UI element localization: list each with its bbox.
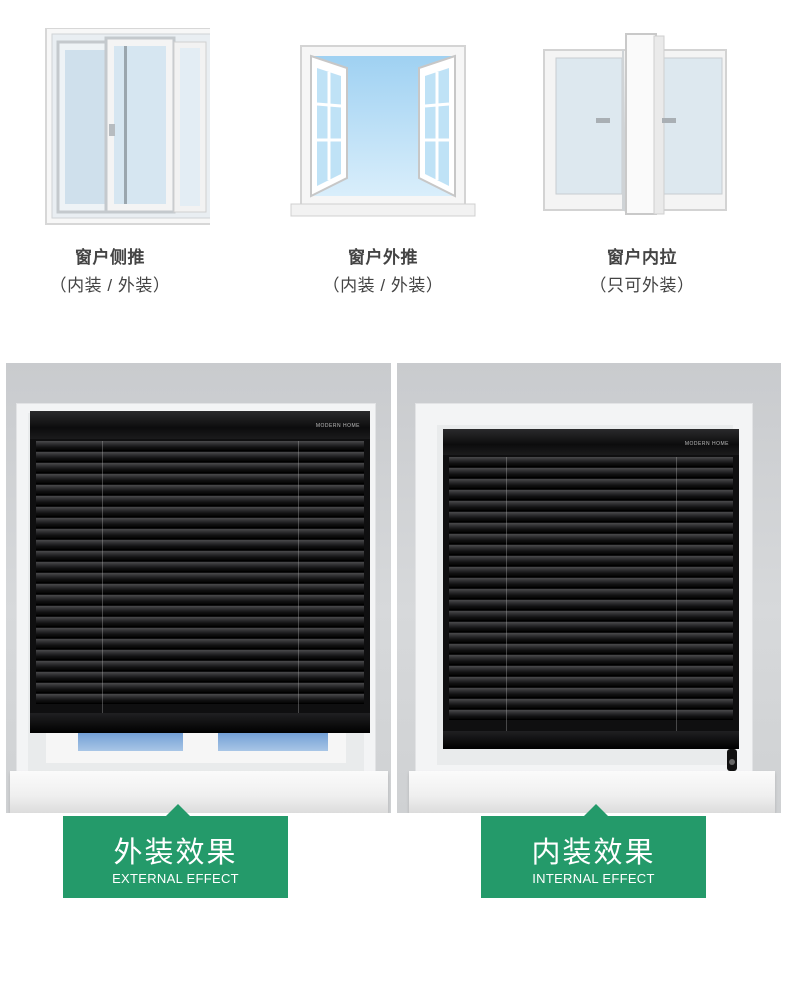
blind-slat — [36, 485, 364, 495]
window-type-subtitle: （只可外装） — [589, 276, 695, 295]
venetian-blind: MODERN HOME — [30, 411, 370, 733]
blind-slat — [449, 655, 733, 665]
blind-slat — [449, 677, 733, 687]
internal-mount-photo: MODERN HOME — [397, 363, 781, 813]
blind-slat — [36, 540, 364, 550]
blind-slats — [36, 441, 364, 713]
blind-slat — [449, 501, 733, 511]
blind-slat — [449, 479, 733, 489]
brand-label: MODERN HOME — [315, 423, 360, 429]
window-type-subtitle: （内装 / 外装） — [49, 276, 171, 295]
window-type-subtitle: （内装 / 外装） — [322, 276, 444, 295]
blind-slat — [36, 661, 364, 671]
external-mount-photo: MODERN HOME — [6, 363, 391, 813]
label-subtitle: INTERNAL EFFECT — [532, 871, 655, 886]
blind-slat — [36, 529, 364, 539]
blind-slat — [36, 595, 364, 605]
window-type-title: 窗户内拉 — [607, 248, 677, 267]
blind-slat — [449, 534, 733, 544]
blind-slat — [449, 523, 733, 533]
blind-bottom-rail — [443, 731, 739, 749]
window-glass — [78, 731, 183, 751]
window-type-outward: 窗户外推 （内装 / 外装） — [283, 0, 483, 300]
blind-slat — [36, 639, 364, 649]
internal-effect-label: 内装效果 INTERNAL EFFECT — [481, 804, 706, 898]
blind-slat — [449, 611, 733, 621]
blind-slat — [36, 507, 364, 517]
ladder-cord — [298, 441, 299, 713]
blind-slats — [449, 457, 733, 731]
blind-slat — [449, 457, 733, 467]
blind-slat — [449, 699, 733, 709]
outward-casement-window-icon — [290, 45, 476, 217]
window-glass — [218, 731, 328, 751]
blind-slat — [36, 551, 364, 561]
tilt-wand — [727, 749, 737, 771]
ladder-cord — [102, 441, 103, 713]
window-type-sliding: 窗户侧推 （内装 / 外装） — [10, 0, 210, 300]
blind-slat — [36, 562, 364, 572]
window-type-title: 窗户外推 — [348, 248, 418, 267]
blind-slat — [449, 545, 733, 555]
ladder-cord — [676, 457, 677, 731]
window-sill — [10, 771, 388, 813]
blind-bottom-rail — [30, 713, 370, 733]
blind-slat — [36, 441, 364, 451]
label-pointer — [584, 804, 608, 816]
blind-slat — [449, 644, 733, 654]
blind-slat — [449, 666, 733, 676]
blind-slat — [449, 710, 733, 720]
blind-slat — [449, 567, 733, 577]
blind-slat — [36, 694, 364, 704]
sliding-window-icon — [45, 28, 210, 225]
blind-slat — [36, 518, 364, 528]
blind-slat — [449, 600, 733, 610]
blind-slat — [449, 512, 733, 522]
blind-slat — [36, 683, 364, 693]
wand-knob — [729, 759, 735, 765]
blind-slat — [36, 606, 364, 616]
blind-slat — [36, 617, 364, 627]
blind-slat — [36, 650, 364, 660]
ladder-cord — [506, 457, 507, 731]
blind-slat — [36, 672, 364, 682]
window-type-inward: 窗户内拉 （只可外装） — [542, 0, 742, 300]
blind-slat — [36, 628, 364, 638]
blind-slat — [449, 622, 733, 632]
label-subtitle: EXTERNAL EFFECT — [112, 871, 239, 886]
label-title: 内装效果 — [531, 837, 656, 869]
window-type-title: 窗户侧推 — [75, 248, 145, 267]
blind-slat — [449, 490, 733, 500]
blind-slat — [449, 633, 733, 643]
blind-headrail: MODERN HOME — [30, 411, 370, 439]
blind-slat — [449, 578, 733, 588]
blind-slat — [36, 474, 364, 484]
blind-slat — [36, 452, 364, 462]
blind-slat — [449, 688, 733, 698]
inward-casement-window-icon — [543, 33, 727, 215]
blind-slat — [449, 589, 733, 599]
brand-label: MODERN HOME — [684, 441, 729, 447]
external-effect-label: 外装效果 EXTERNAL EFFECT — [63, 804, 288, 898]
blind-slat — [36, 573, 364, 583]
blind-slat — [449, 556, 733, 566]
label-pointer — [166, 804, 190, 816]
blind-slat — [36, 584, 364, 594]
blind-slat — [449, 468, 733, 478]
blind-slat — [36, 463, 364, 473]
label-title: 外装效果 — [113, 837, 238, 869]
venetian-blind: MODERN HOME — [443, 429, 739, 749]
blind-headrail: MODERN HOME — [443, 429, 739, 455]
blind-slat — [36, 496, 364, 506]
